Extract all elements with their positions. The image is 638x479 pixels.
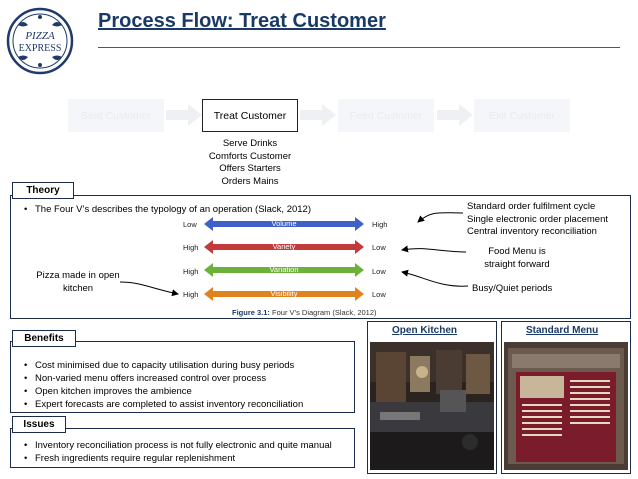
note-variety: Food Menu is straight forward bbox=[470, 246, 564, 271]
issues-tag: Issues bbox=[12, 416, 66, 433]
theory-bullet: The Four V’s describes the typology of a… bbox=[24, 203, 311, 216]
arrow-right-icon bbox=[300, 104, 336, 126]
standard-menu-photo bbox=[504, 342, 628, 470]
connector-arrow bbox=[119, 281, 179, 297]
connector-arrow bbox=[401, 245, 467, 253]
issues-list: Inventory reconciliation process is not … bbox=[24, 439, 332, 465]
v-row-right: High bbox=[372, 220, 388, 229]
v-bar-label: Volume bbox=[271, 219, 297, 228]
note-line: straight forward bbox=[484, 258, 550, 270]
note-volume: Standard order fulfilment cycle Single e… bbox=[467, 201, 608, 239]
benefit-item: Cost minimised due to capacity utilisati… bbox=[24, 359, 303, 372]
connector-arrow bbox=[417, 212, 464, 223]
v-bar-label: Variety bbox=[272, 242, 296, 251]
note-line: Single electronic order placement bbox=[467, 213, 608, 225]
logo-line-2: EXPRESS bbox=[19, 43, 62, 54]
sub-step: Serve Drinks bbox=[222, 138, 278, 149]
pizza-express-logo: PIZZA EXPRESS bbox=[6, 7, 74, 75]
v-row-left: Low bbox=[183, 220, 197, 229]
theory-bullets: The Four V’s describes the typology of a… bbox=[24, 203, 311, 216]
figure-caption-label: Figure 3.1: bbox=[232, 308, 270, 317]
v-row-left: High bbox=[183, 243, 199, 252]
note-line: kitchen bbox=[62, 282, 94, 294]
note-line: Food Menu is bbox=[488, 246, 546, 257]
sub-step: Offers Starters bbox=[219, 163, 281, 174]
note-line: Central inventory reconciliation bbox=[467, 226, 597, 237]
benefit-item: Expert forecasts are completed to assist… bbox=[24, 398, 303, 411]
variation-double-arrow bbox=[204, 263, 364, 277]
page-title: Process Flow: Treat Customer bbox=[98, 10, 386, 32]
v-row-left: High bbox=[183, 267, 199, 276]
theory-tag: Theory bbox=[12, 182, 74, 199]
sub-step: Comforts Customer bbox=[208, 150, 292, 162]
note-visibility: Busy/Quiet periods bbox=[472, 283, 552, 296]
connector-arrow bbox=[401, 269, 469, 287]
figure-caption-text: Four V’s Diagram (Slack, 2012) bbox=[272, 308, 377, 317]
logo-line-1: PIZZA bbox=[24, 30, 55, 42]
process-step-exit-customer: Exit Customer bbox=[474, 99, 570, 132]
standard-menu-label: Standard Menu bbox=[526, 325, 599, 336]
benefits-list: Cost minimised due to capacity utilisati… bbox=[24, 359, 303, 411]
v-bar-label: Variation bbox=[269, 265, 299, 274]
arrow-right-icon bbox=[437, 104, 473, 126]
note-line: Standard order fulfilment cycle bbox=[467, 201, 596, 212]
arrow-right-icon bbox=[166, 104, 202, 126]
issue-item: Inventory reconciliation process is not … bbox=[24, 439, 332, 452]
issue-item: Fresh ingredients require regular replen… bbox=[24, 452, 332, 465]
sub-step: Orders Mains bbox=[221, 175, 279, 187]
v-row-right: Low bbox=[372, 290, 386, 299]
title-divider bbox=[98, 47, 620, 48]
open-kitchen-label: Open Kitchen bbox=[392, 325, 458, 336]
volume-double-arrow bbox=[204, 217, 364, 231]
v-row-right: Low bbox=[372, 267, 386, 276]
benefits-tag: Benefits bbox=[12, 330, 76, 347]
process-step-feed-customer: Feed Customer bbox=[338, 99, 434, 132]
visibility-double-arrow bbox=[204, 287, 364, 301]
v-row-left: High bbox=[183, 290, 199, 299]
benefit-item: Open kitchen improves the ambience bbox=[24, 385, 303, 398]
open-kitchen-photo bbox=[370, 342, 494, 470]
note-line: Pizza made in open bbox=[36, 270, 120, 281]
v-row-right: Low bbox=[372, 243, 386, 252]
benefit-item: Non-varied menu offers increased control… bbox=[24, 372, 303, 385]
note-line: Busy/Quiet periods bbox=[472, 283, 553, 294]
note-open-kitchen: Pizza made in open kitchen bbox=[28, 270, 128, 295]
treat-customer-sub-steps: Serve Drinks Comforts Customer Offers St… bbox=[180, 138, 320, 188]
process-step-treat-customer: Treat Customer bbox=[202, 99, 298, 132]
figure-caption: Figure 3.1: Four V’s Diagram (Slack, 201… bbox=[232, 308, 377, 317]
v-bar-label: Visibility bbox=[270, 289, 298, 298]
process-step-seat-customer: Seat Customer bbox=[68, 99, 164, 132]
variety-double-arrow bbox=[204, 240, 364, 254]
